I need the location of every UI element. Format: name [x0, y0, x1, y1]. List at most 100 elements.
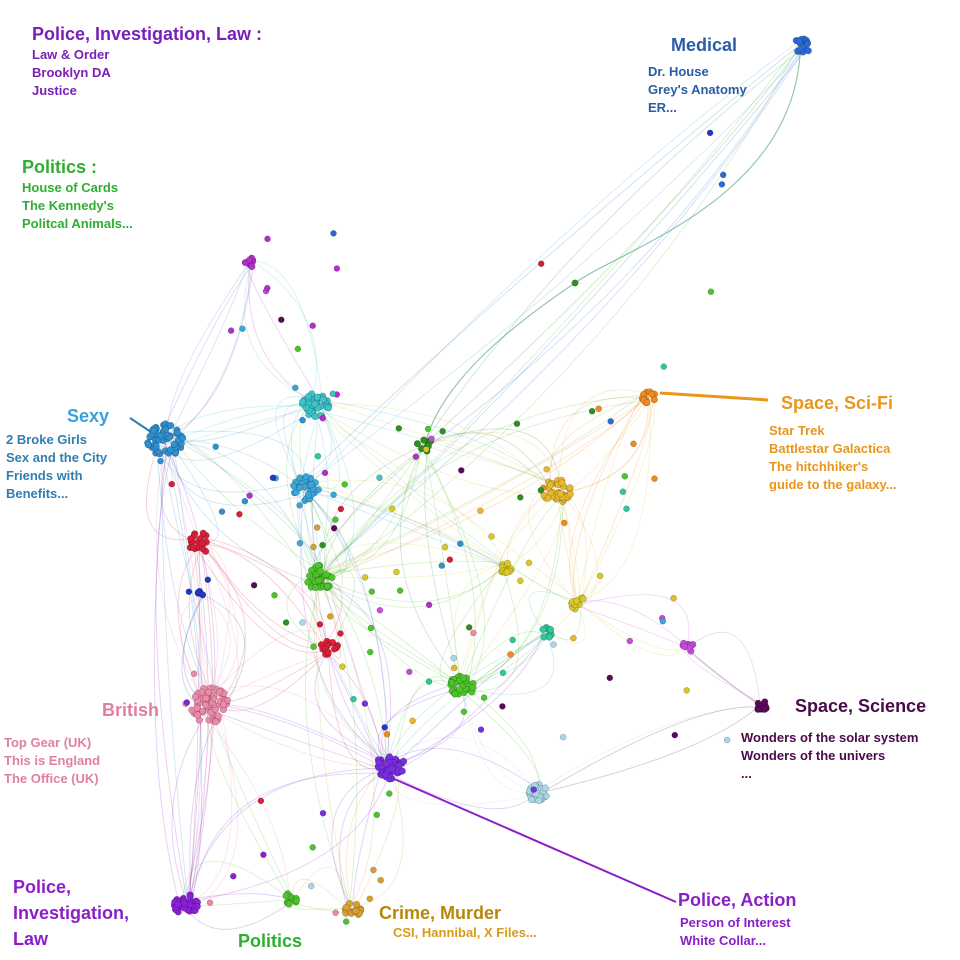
graph-node: [465, 624, 473, 631]
graph-edge: [453, 564, 503, 692]
graph-node: [264, 235, 271, 243]
graph-edge: [304, 488, 502, 566]
graph-edge: [156, 438, 301, 493]
graph-node: [224, 696, 231, 704]
graph-edge: [188, 543, 214, 699]
graph-edge: [315, 397, 645, 574]
graph-edge: [552, 398, 652, 496]
graph-node: [499, 669, 507, 677]
graph-node: [330, 525, 338, 532]
graph-node: [216, 688, 224, 696]
graph-edge: [458, 495, 564, 690]
graph-edge: [311, 482, 393, 769]
graph-node: [167, 422, 175, 430]
list-item: guide to the galaxy...: [769, 477, 897, 492]
graph-node: [388, 765, 396, 773]
graph-edge: [313, 579, 395, 761]
graph-node: [595, 405, 602, 413]
graph-edge: [309, 484, 506, 566]
graph-node: [186, 892, 194, 900]
graph-node: [189, 543, 197, 551]
scifi-pointer-line: [659, 391, 769, 402]
graph-edge: [575, 600, 691, 650]
graph-node: [199, 707, 206, 715]
graph-node: [651, 475, 658, 482]
graph-node: [409, 717, 416, 725]
graph-edge: [321, 564, 506, 608]
graph-node: [541, 784, 549, 792]
graph-edges: [146, 41, 807, 930]
graph-edge: [153, 446, 181, 909]
graph-edge: [422, 448, 485, 692]
graph-edge: [200, 593, 246, 714]
graph-node: [556, 490, 565, 498]
graph-node: [296, 539, 304, 547]
graph-node: [535, 796, 543, 805]
graph-edge: [161, 431, 190, 912]
graph-edge: [322, 394, 645, 576]
list-item: ER...: [648, 100, 677, 115]
graph-edge: [307, 47, 807, 484]
police-action-pointer-line: [391, 777, 677, 903]
graph-edge: [207, 711, 290, 898]
graph-edge: [572, 392, 646, 607]
graph-node: [299, 398, 307, 406]
graph-edge: [463, 489, 564, 688]
graph-node: [546, 481, 554, 489]
politics-bottom-title: Politics: [238, 931, 303, 951]
graph-node: [218, 508, 226, 515]
graph-edge: [315, 398, 554, 493]
graph-node: [558, 479, 566, 487]
graph-node: [304, 578, 312, 586]
graph-node: [754, 705, 762, 713]
graph-edge: [155, 441, 211, 711]
graph-edge: [200, 595, 231, 698]
graph-node: [707, 288, 715, 295]
graph-edge: [578, 594, 690, 652]
graph-edge: [173, 447, 219, 543]
list-item: Justice: [32, 83, 77, 98]
graph-node: [199, 591, 207, 599]
graph-edge: [169, 442, 324, 579]
graph-node: [517, 577, 524, 585]
graph-edge: [455, 485, 557, 692]
politics-top-list: House of Cards The Kennedy's Politcal An…: [22, 179, 133, 233]
graph-edge: [381, 683, 458, 765]
graph-edge: [325, 45, 800, 582]
graph-node: [480, 694, 488, 701]
graph-edge: [399, 446, 460, 681]
graph-edge: [578, 393, 654, 604]
graph-node: [373, 811, 381, 819]
graph-node: [314, 452, 322, 460]
graph-node: [304, 491, 312, 499]
graph-node: [367, 624, 375, 632]
graph-node: [393, 568, 400, 576]
graph-node: [323, 582, 331, 590]
graph-node: [388, 505, 396, 512]
graph-node: [754, 699, 762, 707]
graph-edge: [321, 571, 388, 760]
graph-edge: [169, 265, 254, 438]
graph-node: [315, 576, 323, 585]
graph-node: [530, 786, 537, 793]
graph-node: [292, 488, 300, 496]
graph-node: [424, 425, 432, 433]
graph-node: [271, 592, 278, 599]
list-item: Wonders of the solar system: [741, 730, 919, 745]
graph-edge: [323, 399, 652, 574]
graph-edge: [202, 629, 330, 707]
graph-node: [187, 535, 195, 543]
list-item: White Collar...: [680, 933, 766, 948]
graph-node: [278, 316, 285, 324]
graph-edge: [303, 487, 344, 590]
graph-edge: [466, 497, 563, 685]
graph-edge: [352, 761, 384, 915]
graph-edge: [213, 711, 386, 767]
graph-edge: [324, 447, 424, 576]
graph-node: [606, 674, 614, 682]
graph-edge: [388, 772, 538, 810]
graph-node: [342, 903, 350, 912]
graph-edge: [394, 629, 549, 766]
graph-edge: [467, 568, 520, 692]
graph-node: [398, 767, 406, 775]
